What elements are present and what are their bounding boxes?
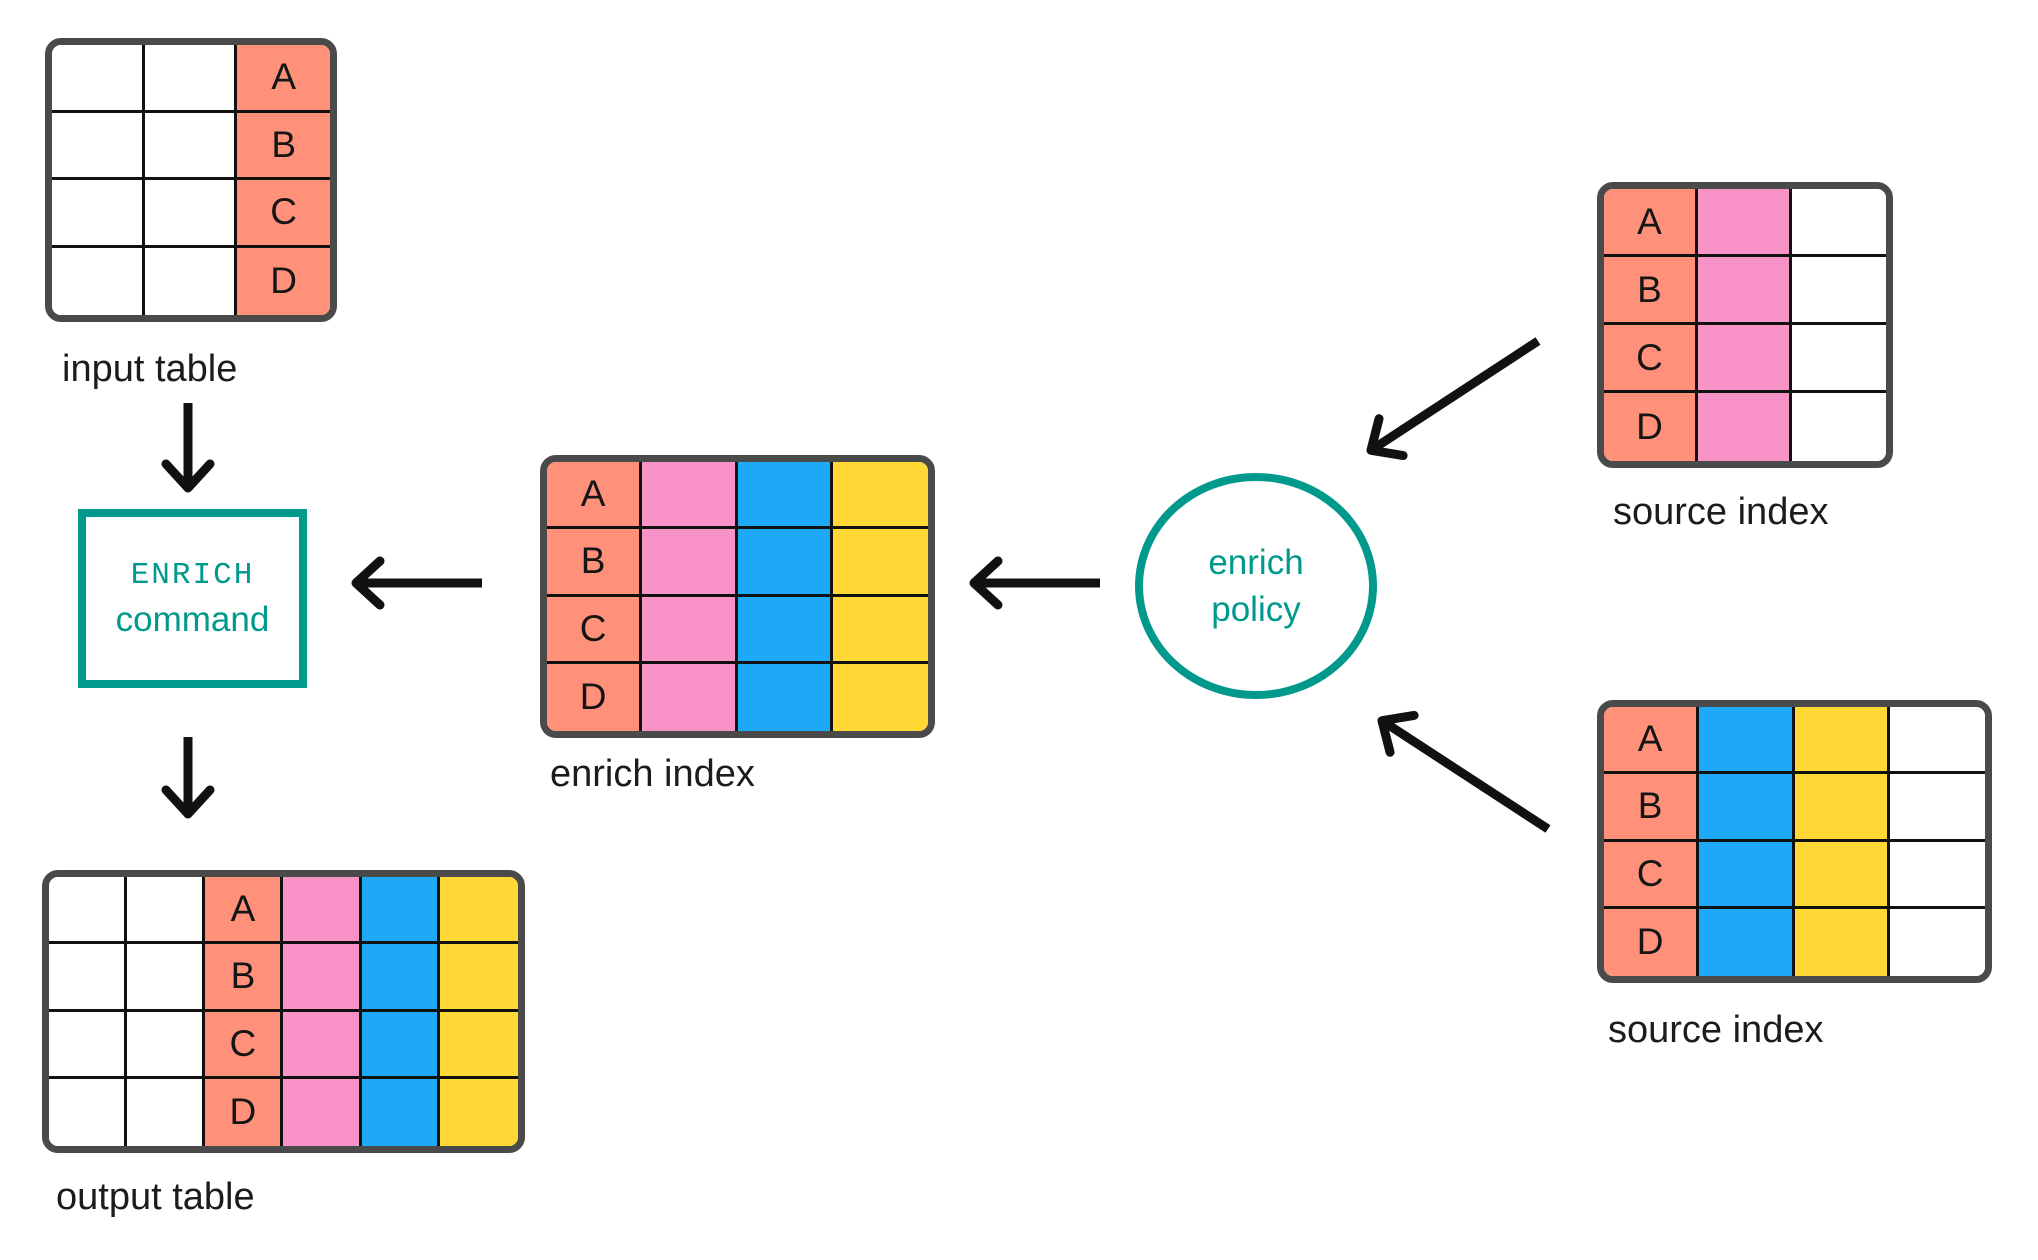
value-cell	[144, 180, 238, 248]
value-cell	[737, 663, 833, 731]
value-cell	[1698, 393, 1792, 461]
value-cell	[832, 596, 928, 664]
value-cell	[52, 247, 145, 315]
key-cell: B	[547, 529, 643, 597]
value-cell	[1794, 707, 1890, 775]
value-cell	[1698, 189, 1792, 257]
value-cell	[1792, 257, 1886, 325]
value-cell	[283, 1078, 362, 1146]
enrich-command-box: ENRICH command	[78, 509, 307, 688]
key-cell: A	[1604, 189, 1698, 257]
key-cell: C	[1604, 325, 1698, 393]
key-cell: C	[1604, 841, 1700, 909]
value-cell	[1699, 774, 1795, 842]
key-cell: A	[547, 462, 643, 530]
key-cell: C	[237, 180, 330, 248]
value-cell	[144, 247, 238, 315]
value-cell	[1794, 908, 1890, 976]
value-cell	[1792, 189, 1886, 257]
arrow-source-top-to-policy	[1366, 337, 1541, 461]
value-cell	[1889, 707, 1985, 775]
enrich-command-keyword: ENRICH	[130, 557, 255, 593]
value-cell	[1794, 841, 1890, 909]
value-cell	[49, 877, 128, 945]
key-cell: D	[1604, 393, 1698, 461]
output-table-label: output table	[56, 1176, 255, 1218]
value-cell	[1699, 841, 1795, 909]
value-cell	[832, 663, 928, 731]
value-cell	[49, 1078, 128, 1146]
value-cell	[1889, 908, 1985, 976]
value-cell	[832, 529, 928, 597]
key-cell: D	[205, 1078, 284, 1146]
key-cell: D	[547, 663, 643, 731]
value-cell	[1792, 393, 1886, 461]
value-cell	[1698, 325, 1792, 393]
value-cell	[127, 1078, 206, 1146]
value-cell	[1889, 841, 1985, 909]
value-cell	[439, 1011, 518, 1079]
enrich-index-label: enrich index	[550, 753, 755, 795]
value-cell	[361, 877, 440, 945]
value-cell	[52, 112, 145, 180]
value-cell	[361, 1011, 440, 1079]
value-cell	[127, 944, 206, 1012]
value-cell	[144, 45, 238, 113]
key-cell: D	[1604, 908, 1700, 976]
value-cell	[1699, 908, 1795, 976]
value-cell	[49, 944, 128, 1012]
value-cell	[642, 596, 738, 664]
value-cell	[1699, 707, 1795, 775]
source-index-top-label: source index	[1613, 491, 1829, 533]
key-cell: C	[547, 596, 643, 664]
arrow-source-bottom-to-policy	[1377, 710, 1551, 833]
value-cell	[737, 596, 833, 664]
key-cell: B	[1604, 774, 1700, 842]
value-cell	[127, 1011, 206, 1079]
value-cell	[52, 45, 145, 113]
enrich-policy-circle: enrich policy	[1135, 473, 1377, 699]
value-cell	[49, 1011, 128, 1079]
value-cell	[127, 877, 206, 945]
value-cell	[1698, 257, 1792, 325]
value-cell	[144, 112, 238, 180]
value-cell	[737, 462, 833, 530]
input-table-label: input table	[62, 348, 238, 390]
enrich-command-word: command	[115, 599, 270, 639]
value-cell	[52, 180, 145, 248]
key-cell: C	[205, 1011, 284, 1079]
value-cell	[642, 663, 738, 731]
value-cell	[283, 877, 362, 945]
value-cell	[737, 529, 833, 597]
value-cell	[439, 877, 518, 945]
key-cell: B	[1604, 257, 1698, 325]
key-cell: A	[237, 45, 330, 113]
value-cell	[832, 462, 928, 530]
value-cell	[439, 944, 518, 1012]
key-cell: B	[205, 944, 284, 1012]
value-cell	[1889, 774, 1985, 842]
value-cell	[642, 529, 738, 597]
value-cell	[439, 1078, 518, 1146]
value-cell	[642, 462, 738, 530]
value-cell	[361, 1078, 440, 1146]
key-cell: A	[1604, 707, 1700, 775]
value-cell	[361, 944, 440, 1012]
value-cell	[283, 944, 362, 1012]
value-cell	[1792, 325, 1886, 393]
enrich-policy-word-1: enrich	[1208, 542, 1304, 582]
enrich-policy-word-2: policy	[1211, 590, 1301, 629]
key-cell: D	[237, 247, 330, 315]
value-cell	[283, 1011, 362, 1079]
source-index-bottom-label: source index	[1608, 1009, 1824, 1051]
key-cell: A	[205, 877, 284, 945]
key-cell: B	[237, 112, 330, 180]
value-cell	[1794, 774, 1890, 842]
